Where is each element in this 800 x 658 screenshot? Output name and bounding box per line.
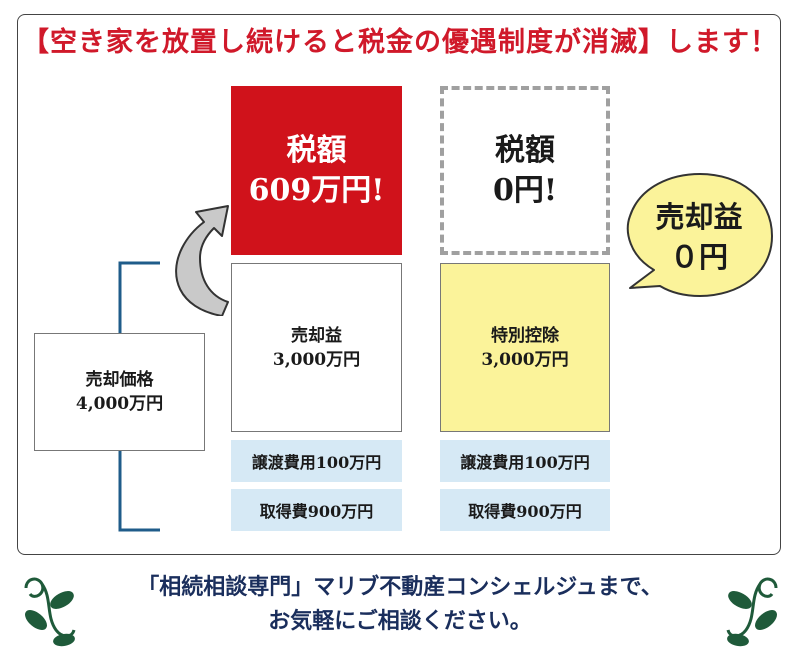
vine-ornament-icon bbox=[24, 577, 76, 647]
tax-label: 税額 bbox=[495, 132, 555, 168]
gain-value: 3,000万円 bbox=[272, 349, 361, 370]
tax-value: 0円! bbox=[492, 172, 558, 208]
acquisition-cost-box: 取得費900万円 bbox=[231, 489, 402, 531]
deduction-value: 3,000万円 bbox=[481, 349, 569, 370]
transfer-cost-box: 譲渡費用100万円 bbox=[440, 440, 610, 482]
special-deduction-box: 特別控除 3,000万円 bbox=[440, 263, 610, 432]
tax-zero-box: 税額 0円! bbox=[440, 86, 610, 255]
sale-gain-box: 売却益 3,000万円 bbox=[231, 263, 402, 432]
footer-line-1: 「相続相談専門」マリブ不動産コンシェルジュまで、 bbox=[137, 574, 663, 600]
tax-value: 609万円! bbox=[248, 172, 385, 208]
sale-price-box: 売却価格 4,000万円 bbox=[34, 333, 205, 451]
footer-line-2: お気軽にご相談ください。 bbox=[268, 608, 532, 634]
bubble-label: 売却益 bbox=[655, 200, 743, 234]
speech-bubble bbox=[626, 173, 773, 297]
vine-ornament-icon bbox=[726, 577, 778, 647]
sale-price-label: 売却価格 bbox=[85, 370, 154, 390]
gain-label: 売却益 bbox=[291, 325, 342, 346]
deduction-label: 特別控除 bbox=[491, 325, 559, 346]
acquisition-cost-box: 取得費900万円 bbox=[440, 489, 610, 531]
sale-price-value: 4,000万円 bbox=[75, 394, 164, 414]
transfer-cost-box: 譲渡費用100万円 bbox=[231, 440, 402, 482]
bubble-value: ０円 bbox=[669, 240, 728, 274]
headline: 【空き家を放置し続けると税金の優遇制度が消滅】します！ bbox=[22, 27, 778, 58]
footer-message: 「相続相談専門」マリブ不動産コンシェルジュまで、 お気軽にご相談ください。 bbox=[0, 570, 800, 638]
bubble-text: 売却益 ０円 bbox=[628, 197, 770, 277]
tax-label: 税額 bbox=[286, 132, 347, 168]
curved-arrow-icon bbox=[175, 205, 229, 316]
tax-amount-box: 税額 609万円! bbox=[231, 86, 402, 255]
